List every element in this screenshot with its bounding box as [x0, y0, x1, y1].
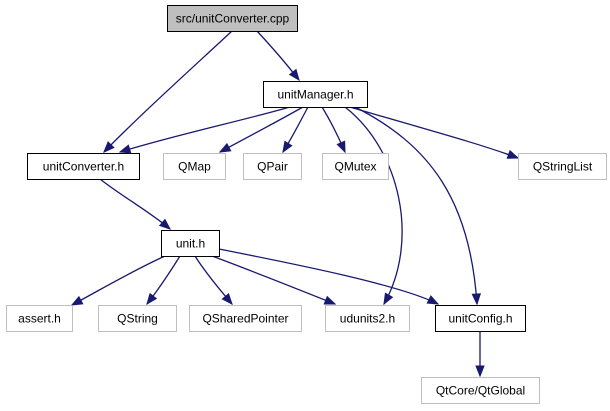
node-label: QtCore/QtGlobal [436, 384, 525, 398]
node-box [263, 81, 368, 108]
node-unitconverter_h[interactable]: unitConverter.h [27, 153, 140, 180]
node-box [518, 153, 607, 180]
node-box [435, 305, 526, 332]
node-qmap: QMap [163, 153, 226, 180]
node-box [189, 305, 302, 332]
node-box [27, 153, 140, 180]
node-box [98, 305, 177, 332]
node-box [243, 153, 302, 180]
node-udunits2_h: udunits2.h [325, 305, 410, 332]
node-qmutex: QMutex [322, 153, 389, 180]
node-box [421, 377, 540, 404]
edges-layer [70, 30, 520, 378]
node-label: unitManager.h [277, 88, 353, 102]
edge-line [211, 255, 336, 305]
edge-unit_h-to-assert_h [70, 255, 166, 306]
arrowhead-icon [426, 295, 440, 305]
edge-unitconfig_h-to-qtcore_qtglobal [475, 331, 485, 378]
node-label: QMutex [334, 160, 376, 174]
edge-unitmanager_h-to-qstringlist [349, 106, 520, 159]
node-box [322, 153, 389, 180]
arrowhead-icon [336, 140, 346, 154]
edge-src_unitconverter_cpp-to-unitconverter_h [103, 30, 233, 153]
arrowhead-icon [158, 218, 172, 230]
edge-unitmanager_h-to-unitconverter_h [118, 106, 291, 154]
edge-unit_h-to-qsharedpointer [194, 255, 233, 306]
node-label: unitConfig.h [448, 312, 512, 326]
edge-unitmanager_h-to-qpair [282, 106, 309, 154]
arrowhead-icon [471, 293, 482, 306]
node-label: QString [117, 312, 158, 326]
node-label: QPair [257, 160, 288, 174]
node-box [161, 230, 220, 257]
node-box [6, 305, 73, 332]
edge-unitmanager_h-to-unitconfig_h [354, 106, 482, 306]
node-label: QMap [178, 160, 211, 174]
arrowhead-icon [323, 295, 337, 305]
edge-line [99, 178, 171, 230]
arrowhead-icon [221, 292, 233, 306]
node-src_unitconverter_cpp[interactable]: src/unitConverter.cpp [167, 5, 298, 32]
edge-src_unitconverter_cpp-to-unitmanager_h [256, 30, 300, 82]
node-qpair: QPair [243, 153, 302, 180]
arrowhead-icon [118, 144, 132, 154]
node-qstring: QString [98, 305, 177, 332]
node-label: unitConverter.h [43, 160, 124, 174]
edge-unitmanager_h-to-qmutex [321, 106, 346, 154]
node-unit_h[interactable]: unit.h [161, 230, 220, 257]
node-label: assert.h [18, 312, 61, 326]
arrowhead-icon [146, 292, 158, 306]
edge-unitconverter_h-to-unit_h [99, 178, 172, 230]
node-box [325, 305, 410, 332]
node-assert_h: assert.h [6, 305, 73, 332]
arrowhead-icon [383, 292, 394, 306]
arrowhead-icon [506, 149, 520, 159]
node-qstringlist: QStringList [518, 153, 607, 180]
arrowhead-icon [475, 365, 485, 378]
node-box [163, 153, 226, 180]
node-unitconfig_h[interactable]: unitConfig.h [435, 305, 526, 332]
edge-line [354, 106, 478, 305]
arrowhead-icon [103, 141, 115, 153]
edge-unit_h-to-unitconfig_h [218, 248, 440, 305]
arrowhead-icon [70, 295, 84, 306]
edge-unit_h-to-udunits2_h [211, 255, 337, 305]
edge-line [119, 106, 291, 153]
edge-unit_h-to-qstring [146, 255, 181, 306]
edge-unitmanager_h-to-udunits2_h [344, 106, 403, 306]
edge-line [349, 106, 519, 159]
node-label: unit.h [176, 237, 205, 251]
node-qtcore_qtglobal: QtCore/QtGlobal [421, 377, 540, 404]
edge-line [103, 30, 233, 153]
edge-line [218, 248, 439, 305]
node-unitmanager_h[interactable]: unitManager.h [263, 81, 368, 108]
edge-unitmanager_h-to-qmap [218, 106, 304, 153]
node-label: QSharedPointer [202, 312, 288, 326]
node-box [167, 5, 298, 32]
arrowhead-icon [218, 142, 232, 153]
node-qsharedpointer: QSharedPointer [189, 305, 302, 332]
node-label: QStringList [533, 160, 593, 174]
edge-line [344, 106, 403, 305]
arrowhead-icon [282, 140, 293, 154]
node-label: src/unitConverter.cpp [176, 12, 290, 26]
arrowhead-icon [288, 68, 300, 82]
node-label: udunits2.h [340, 312, 395, 326]
nodes-layer: src/unitConverter.cpp unitManager.h unitCo… [6, 5, 607, 404]
